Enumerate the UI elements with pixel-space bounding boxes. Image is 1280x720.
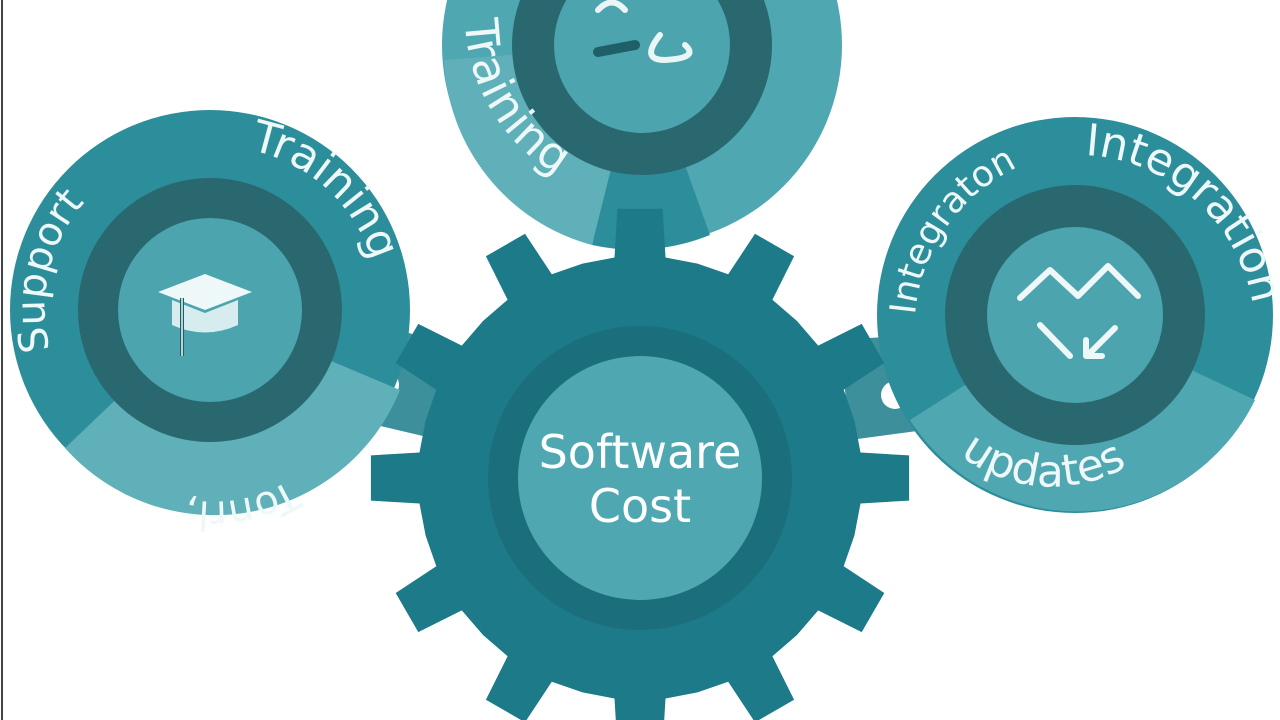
gear-label-line2: Cost	[589, 479, 691, 533]
left-wheel: Support Training Tonrl,	[8, 110, 410, 538]
center-gear: Software Cost	[370, 208, 910, 720]
wrench-icon	[593, 0, 693, 64]
zigzag-arrow-icon	[1017, 263, 1141, 359]
graduation-cap-icon	[158, 274, 252, 356]
top-wheel: Training	[442, 0, 842, 250]
gear-label-line1: Software	[539, 425, 742, 479]
right-wheel: Integraton Integration updates	[877, 115, 1280, 513]
